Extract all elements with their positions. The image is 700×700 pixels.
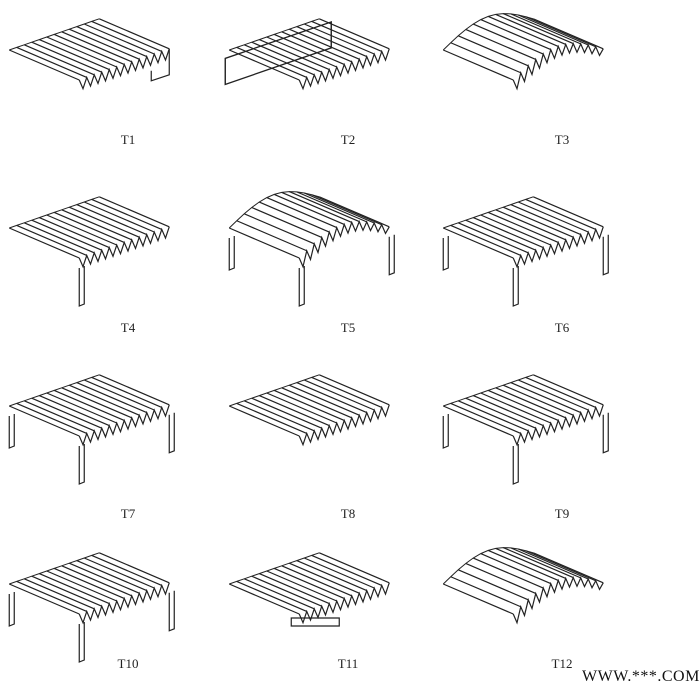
bellows-figure-t9 [442, 374, 609, 485]
bellows-figure-t7 [8, 374, 175, 485]
bellows-figure-t12 [442, 547, 604, 625]
bellows-figure-t10 [8, 552, 175, 663]
figure-label-t11: T11 [337, 656, 359, 671]
figure-label-t12: T12 [551, 656, 573, 671]
bellows-figure-t11 [229, 552, 390, 627]
figure-label-t2: T2 [340, 132, 356, 147]
bellows-figure-t2 [224, 18, 390, 91]
figure-label-t8: T8 [340, 506, 356, 521]
figure-label-t5: T5 [340, 320, 356, 335]
bellows-figure-t4 [9, 196, 170, 307]
figure-label-t10: T10 [117, 656, 139, 671]
figure-label-t4: T4 [120, 320, 136, 335]
bellows-figure-t5 [228, 191, 395, 307]
bellows-figure-t3 [442, 13, 604, 91]
figure-label-t1: T1 [120, 132, 136, 147]
bellows-figure-t8 [229, 374, 390, 447]
bellows-figure-t6 [442, 196, 609, 307]
bellows-figure-t1 [9, 18, 170, 91]
figure-label-t7: T7 [120, 506, 136, 521]
figure-label-t3: T3 [554, 132, 570, 147]
watermark-text: WWW.***.COM [582, 668, 700, 685]
figure-label-t9: T9 [554, 506, 570, 521]
figure-label-t6: T6 [554, 320, 570, 335]
